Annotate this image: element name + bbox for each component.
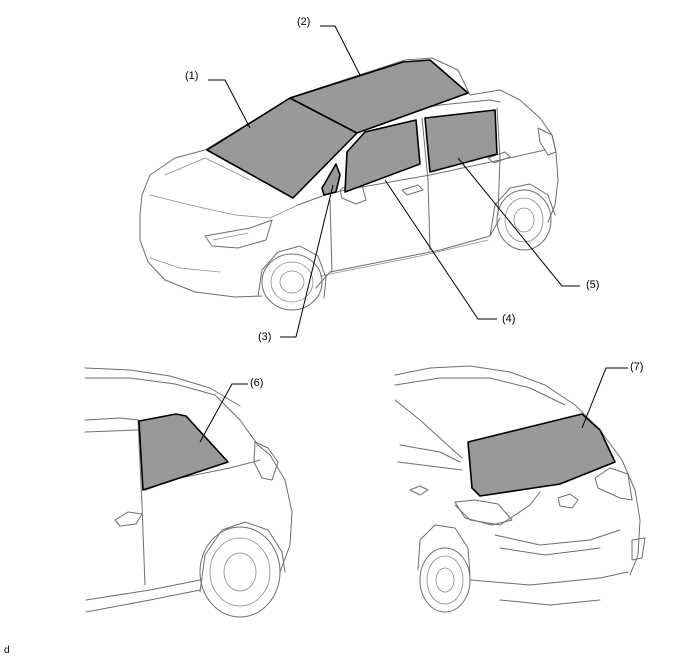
leader-line-7 — [581, 367, 628, 429]
figure-reference-code: d — [4, 645, 10, 656]
rear-side-detail-view: (6) — [84, 367, 293, 618]
leader-line-3 — [280, 184, 334, 338]
callout-label-7: (7) — [630, 361, 643, 373]
glass-rear-quarter-window — [138, 413, 229, 491]
glass-rear-door-window — [424, 109, 498, 173]
glass-back-door-window — [467, 413, 616, 497]
glass-roof-panel — [289, 59, 469, 134]
glass-front-quarter-window — [321, 163, 341, 196]
rear-three-quarter-view: (7) — [394, 361, 646, 613]
leader-line-5 — [457, 157, 580, 287]
callout-label-1: (1) — [185, 70, 198, 82]
leader-line-1 — [208, 79, 251, 129]
callout-label-6: (6) — [250, 377, 263, 389]
leader-line-2 — [320, 25, 361, 76]
leader-line-4 — [384, 179, 497, 320]
callout-label-5: (5) — [586, 279, 599, 291]
callout-label-3: (3) — [258, 331, 271, 343]
rear-body-outline — [394, 365, 646, 613]
front-three-quarter-view: (1) (2) (3) (4) (5) — [139, 16, 599, 343]
callout-label-2: (2) — [297, 16, 310, 28]
rear-side-body-outline — [84, 367, 293, 618]
leader-line-6 — [199, 383, 248, 443]
glass-front-door-window — [344, 119, 421, 193]
callout-label-4: (4) — [502, 313, 515, 325]
